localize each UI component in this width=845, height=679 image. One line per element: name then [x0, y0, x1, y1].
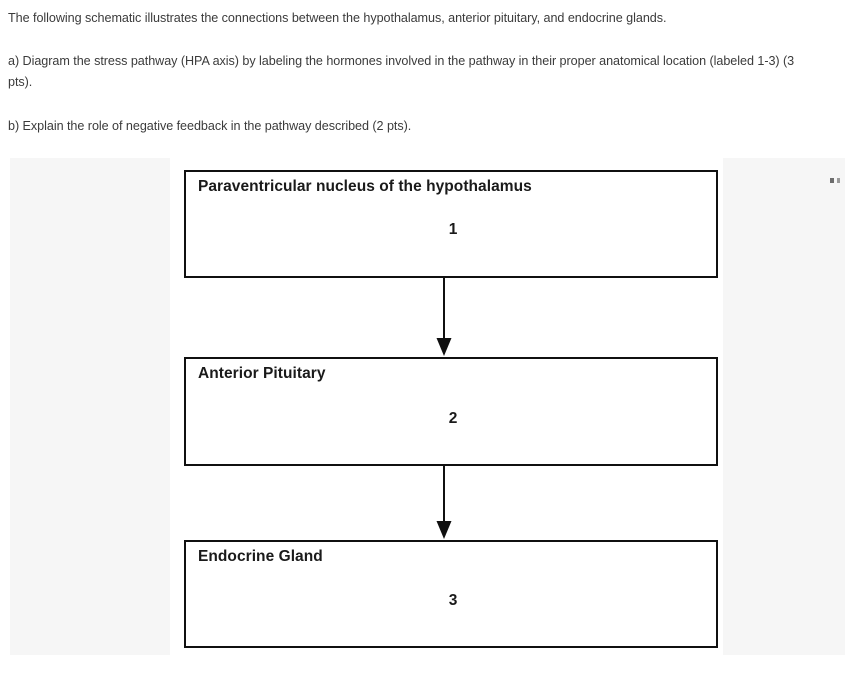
diagram-box-label: Endocrine Gland: [198, 548, 323, 565]
diagram-box-endocrine-gland: Endocrine Gland 3: [184, 540, 718, 648]
diagram-box-anterior-pituitary: Anterior Pituitary 2: [184, 357, 718, 466]
diagram-box-hypothalamus: Paraventricular nucleus of the hypothala…: [184, 170, 718, 278]
stray-dot-marks: [830, 178, 845, 185]
arrow-down-icon: [432, 466, 456, 540]
arrow-down-icon: [432, 278, 456, 357]
question-intro-text: The following schematic illustrates the …: [8, 10, 667, 25]
hpa-axis-diagram: Paraventricular nucleus of the hypothala…: [170, 158, 723, 655]
question-part-b-text: b) Explain the role of negative feedback…: [8, 118, 412, 133]
diagram-box-label: Anterior Pituitary: [198, 365, 326, 382]
stray-dot-icon: [830, 178, 834, 183]
diagram-box-number: 2: [448, 410, 458, 427]
stray-dot-icon: [837, 178, 840, 183]
question-part-a-text: a) Diagram the stress pathway (HPA axis)…: [8, 53, 798, 89]
diagram-box-number: 1: [448, 221, 458, 238]
figure-panel: Paraventricular nucleus of the hypothala…: [10, 158, 845, 655]
diagram-box-label: Paraventricular nucleus of the hypothala…: [198, 178, 532, 195]
diagram-box-number: 3: [448, 592, 458, 609]
